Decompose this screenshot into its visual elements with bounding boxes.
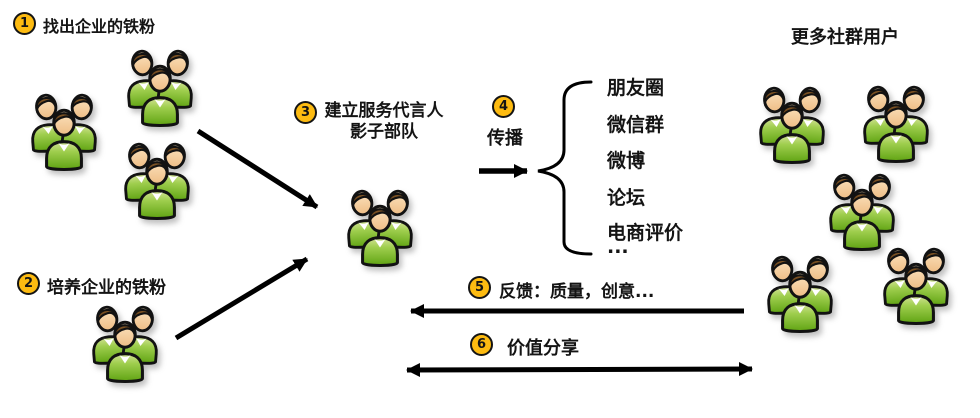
user-group-icon xyxy=(762,254,838,334)
channel-item-moments: 朋友圈 xyxy=(607,77,665,99)
step-2-label: 培养企业的铁粉 xyxy=(47,278,166,298)
user-group-icon xyxy=(119,141,195,221)
user-group-icon xyxy=(26,92,102,172)
step-4-label: 传播 xyxy=(487,128,523,149)
numbered-step-badge: 5 xyxy=(468,276,491,299)
channel-item-weibo: 微博 xyxy=(607,150,646,172)
arrow-cultivate-to-center xyxy=(174,256,309,341)
numbered-step-badge: 4 xyxy=(492,95,515,118)
numbered-step-badge: 3 xyxy=(294,101,317,124)
step-5-label: 反馈：质量，创意... xyxy=(499,282,655,302)
arrow-value-share xyxy=(406,362,753,377)
numbered-step-badge: 1 xyxy=(13,12,36,35)
user-group-icon xyxy=(754,85,830,165)
channel-item-ellipsis: ... xyxy=(607,236,629,258)
user-group-icon xyxy=(342,188,418,268)
numbered-step-badge: 2 xyxy=(17,272,40,295)
step-6-label: 价值分享 xyxy=(507,338,579,359)
step-3-label-line2: 影子部队 xyxy=(350,122,418,142)
user-group-icon xyxy=(824,172,900,252)
user-group-icon xyxy=(858,84,934,164)
channel-item-forum: 论坛 xyxy=(607,187,646,209)
user-group-icon xyxy=(122,48,198,128)
user-group-icon xyxy=(87,304,163,384)
step-1-label: 找出企业的铁粉 xyxy=(43,17,156,36)
right-cluster-title: 更多社群用户 xyxy=(791,27,899,48)
channel-item-wechat-group: 微信群 xyxy=(607,114,665,136)
numbered-step-badge: 6 xyxy=(470,333,493,356)
curly-brace xyxy=(537,80,593,256)
channel-item-ecommerce-review: 电商评价 xyxy=(607,222,684,244)
user-group-icon xyxy=(878,246,954,326)
arrow-find-to-center xyxy=(196,128,319,210)
step-3-label-line1: 建立服务代言人 xyxy=(324,101,444,121)
step-3-label: 建立服务代言人 影子部队 xyxy=(320,101,448,143)
